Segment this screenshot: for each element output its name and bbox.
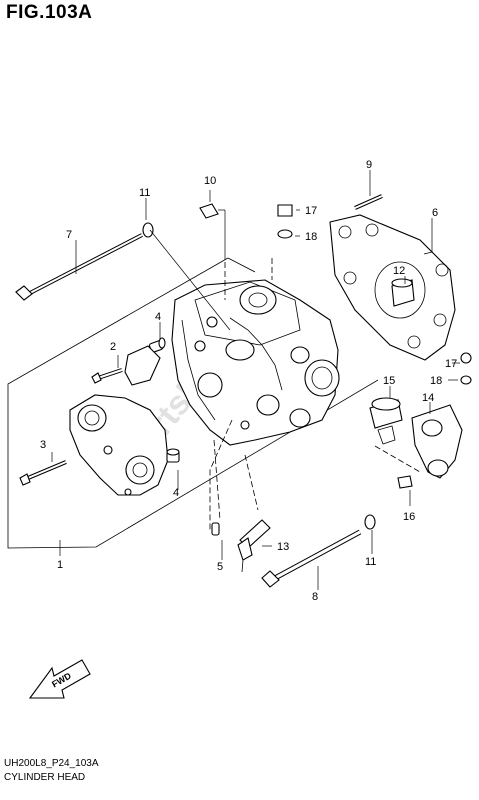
callout-label: 18 xyxy=(305,231,317,243)
callout-label: 6 xyxy=(432,207,438,219)
thermostat-pipe xyxy=(391,278,415,307)
bolt xyxy=(199,203,219,219)
dowel-pin xyxy=(166,448,180,463)
callout-label: 10 xyxy=(204,175,216,187)
cam-chain-guide xyxy=(124,345,161,386)
callout-label: 7 xyxy=(66,229,72,241)
assembly-outline xyxy=(7,257,379,549)
callout-label: 12 xyxy=(393,265,405,277)
bolt xyxy=(15,233,143,301)
cylinder-head-body xyxy=(171,279,340,446)
callout-label: 13 xyxy=(277,541,289,553)
bolt xyxy=(277,204,293,239)
leader-lines xyxy=(51,170,460,590)
bolt xyxy=(91,368,123,384)
callout-label: 11 xyxy=(139,187,150,199)
callout-label: 14 xyxy=(422,392,434,404)
callout-label: 2 xyxy=(110,341,116,353)
washer xyxy=(364,514,376,530)
bolt xyxy=(19,460,67,486)
spark-plug xyxy=(237,519,271,573)
callout-label: 8 xyxy=(312,591,318,603)
bolt xyxy=(397,475,413,489)
callout-label: 17 xyxy=(445,358,457,370)
figure-title: FIG.103A xyxy=(6,2,93,23)
figure-caption: CYLINDER HEAD xyxy=(4,772,86,783)
callout-label: 11 xyxy=(365,556,376,568)
washer xyxy=(142,222,154,238)
thermostat xyxy=(369,397,403,445)
callout-label: 9 xyxy=(366,159,372,171)
callout-labels: 1 2 3 4 4 5 6 7 8 9 10 11 11 12 13 14 15… xyxy=(40,159,457,603)
thermostat-cover xyxy=(411,352,472,479)
callout-label: 18 xyxy=(430,375,442,387)
bolt xyxy=(261,529,362,588)
stud-bolt xyxy=(354,194,383,210)
pin xyxy=(211,522,220,536)
callout-label: 15 xyxy=(383,375,395,387)
callout-label: 16 xyxy=(403,511,415,523)
camshaft-holder xyxy=(69,394,169,496)
dowel-pin xyxy=(149,337,166,353)
callout-label: 4 xyxy=(155,311,161,323)
callout-label: 4 xyxy=(173,487,179,499)
callout-label: 3 xyxy=(40,439,46,451)
callout-label: 1 xyxy=(57,559,63,571)
figure-code: UH200L8_P24_103A xyxy=(4,758,99,769)
fwd-arrow-icon: FWD xyxy=(28,659,91,699)
callout-label: 5 xyxy=(217,561,223,573)
callout-label: 17 xyxy=(305,205,317,217)
